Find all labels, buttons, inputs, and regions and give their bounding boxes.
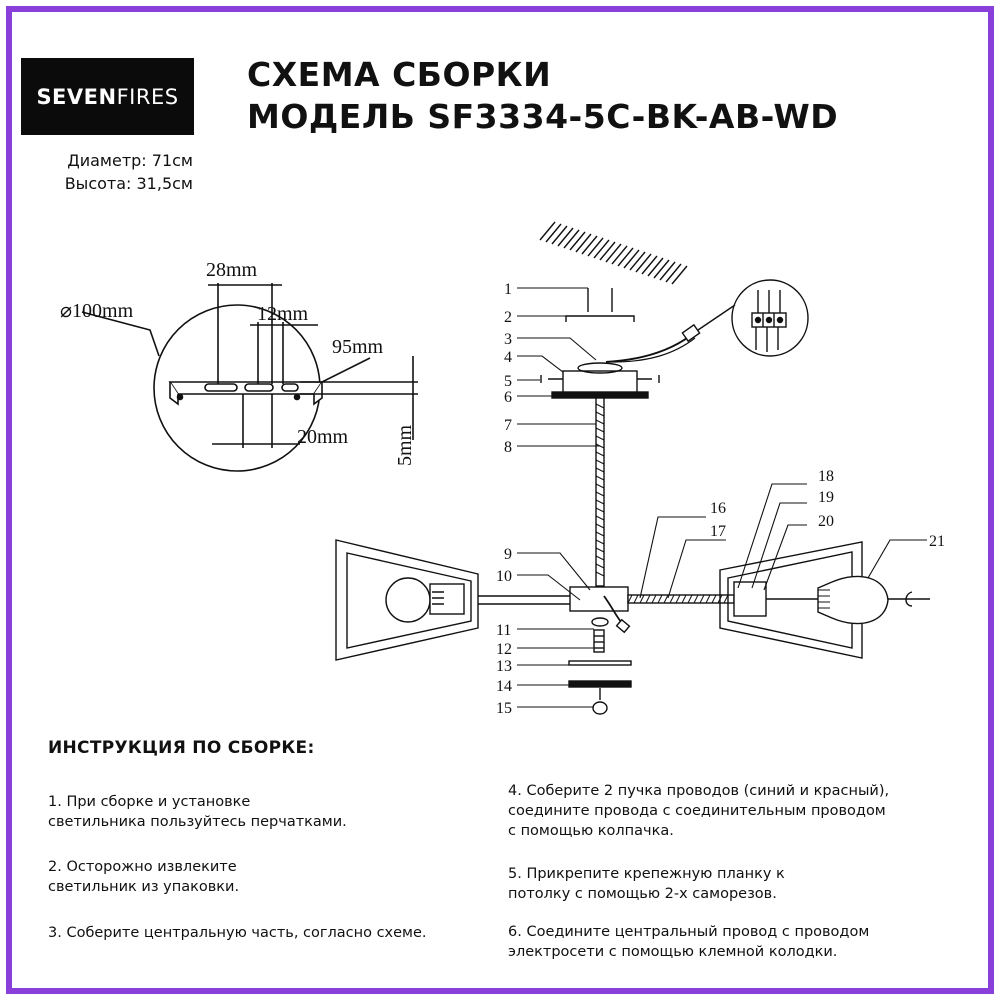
part-label-20: 20 [818, 513, 834, 530]
spec-diameter: Диаметр: 71см [67, 151, 193, 170]
right-shade-inner [727, 551, 853, 649]
left-shade-outer [335, 539, 479, 661]
mounting-plate-detail [81, 283, 418, 472]
part-label-1: 1 [504, 281, 512, 298]
part-label-18: 18 [818, 468, 834, 485]
glass-disk-14 [568, 680, 632, 688]
part-label-17: 17 [710, 523, 726, 540]
part-label-10: 10 [496, 568, 512, 585]
plate-right-bend [313, 382, 323, 406]
title-line-1: СХЕМА СБОРКИ [247, 55, 552, 94]
part-label-16: 16 [710, 500, 726, 517]
part-label-11: 11 [496, 622, 511, 639]
part-label-12: 12 [496, 641, 512, 658]
detail-diameter-leader [81, 311, 160, 357]
threaded-nipple [593, 629, 605, 653]
mounting-bracket [565, 315, 635, 322]
part-label-4: 4 [504, 349, 512, 366]
dim-95-label: 95mm [332, 336, 384, 358]
spec-height: Высота: 31,5см [64, 174, 193, 193]
left-shade-inner [346, 552, 472, 649]
dim-28-label: 28mm [206, 259, 258, 281]
terminal-block [681, 323, 701, 343]
part-label-9: 9 [504, 546, 512, 563]
ceiling-hatch [539, 221, 688, 285]
magnifier-leader [697, 304, 736, 331]
part-label-8: 8 [504, 439, 512, 456]
part-label-7: 7 [504, 417, 512, 434]
part-label-14: 14 [496, 678, 512, 695]
right-shade-outer [719, 541, 863, 659]
side-screw-left [540, 375, 563, 383]
part-label-13: 13 [496, 658, 512, 675]
instruction-step-5: 5. Прикрепите крепежную планку к потолку… [508, 866, 785, 902]
central-hub [569, 586, 629, 612]
right-socket [733, 581, 767, 617]
left-lamp-shade [335, 539, 479, 661]
nut-11 [591, 617, 609, 627]
dim-20-label: 20mm [297, 426, 349, 448]
part-label-15: 15 [496, 700, 512, 717]
instructions-heading: ИНСТРУКЦИЯ ПО СБОРКЕ: [48, 738, 315, 758]
canopy-nut [577, 362, 623, 374]
plate-top [168, 381, 324, 395]
supply-wire [605, 335, 691, 363]
left-bulb [385, 577, 431, 623]
part-label-2: 2 [504, 309, 512, 326]
page-frame [6, 6, 994, 994]
instruction-step-1: 1. При сборке и установке светильника по… [48, 794, 347, 830]
side-screw-right [637, 375, 660, 383]
left-socket [429, 583, 465, 615]
part-label-3: 3 [504, 331, 512, 348]
instruction-step-2: 2. Осторожно извлеките светильник из упа… [48, 859, 240, 895]
part-label-5: 5 [504, 373, 512, 390]
dim-diameter-label: ⌀100mm [60, 300, 134, 322]
washer-13 [568, 660, 632, 666]
right-bulb-arrow [905, 591, 913, 607]
instruction-step-3: 3. Соберите центральную часть, согласно … [48, 925, 427, 941]
title-line-2: МОДЕЛЬ SF3334-5C-BK-AB-WD [247, 97, 839, 136]
finial-15 [592, 701, 608, 715]
plate-slot-1 [204, 383, 238, 392]
dim95-leader [321, 357, 371, 383]
instruction-step-4: 4. Соберите 2 пучка проводов (синий и кр… [508, 783, 890, 839]
dim-5-label: 5mm [394, 424, 416, 466]
canopy [562, 370, 638, 394]
part-label-21: 21 [929, 533, 945, 550]
plate-slot-3 [281, 383, 299, 392]
right-lamp-shade [719, 541, 930, 659]
part-label-19: 19 [818, 489, 834, 506]
part-label-6: 6 [504, 389, 512, 406]
logo-regular-text: FIRES [116, 84, 179, 109]
plate-slot-2 [244, 383, 274, 392]
part-leaders [517, 287, 927, 708]
ceiling-plate [551, 391, 649, 399]
plate-hole-right [293, 393, 301, 401]
dim-12-label: 12mm [257, 303, 309, 325]
right-bulb [817, 575, 889, 625]
logo-bold-text: SEVEN [36, 84, 117, 109]
plate-hole-left [176, 393, 184, 401]
supply-wire-2 [611, 337, 696, 363]
rod-thread [595, 403, 605, 577]
instruction-step-6: 6. Соедините центральный провод с провод… [508, 924, 870, 960]
central-assembly [478, 279, 809, 715]
